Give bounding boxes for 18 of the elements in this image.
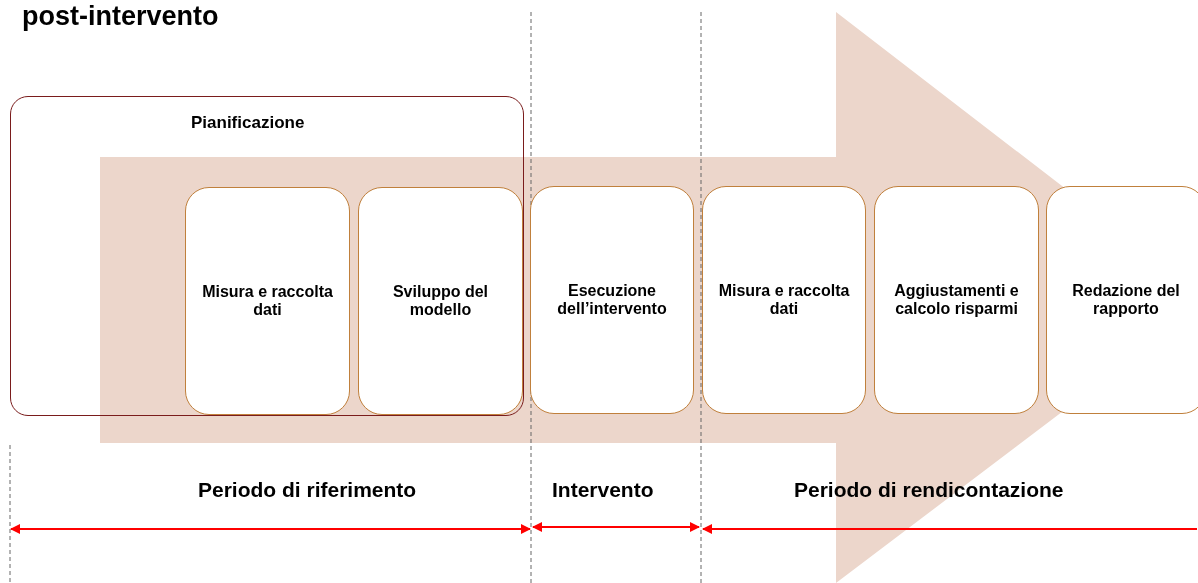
process-box	[874, 186, 1039, 414]
process-box	[530, 186, 694, 414]
step-label: Esecuzione dell’intervento	[556, 282, 668, 318]
process-box	[1046, 186, 1198, 414]
step-label: Redazione del rapporto	[1071, 282, 1181, 318]
period-label: Periodo di riferimento	[198, 478, 417, 502]
group-heading: Pianificazione	[191, 113, 305, 133]
group-box	[10, 96, 524, 416]
process-box	[702, 186, 866, 414]
step-label: Sviluppo del modello	[391, 283, 490, 319]
process-box	[358, 187, 523, 415]
period-label: Intervento	[552, 478, 654, 502]
step-label: Aggiustamenti e calcolo risparmi	[893, 282, 1020, 318]
period-label: Periodo di rendicontazione	[794, 478, 1064, 502]
step-label: Misura e raccolta dati	[717, 282, 851, 318]
process-box	[185, 187, 350, 415]
step-label: Misura e raccolta dati	[201, 283, 334, 319]
title: post-intervento	[22, 0, 219, 32]
